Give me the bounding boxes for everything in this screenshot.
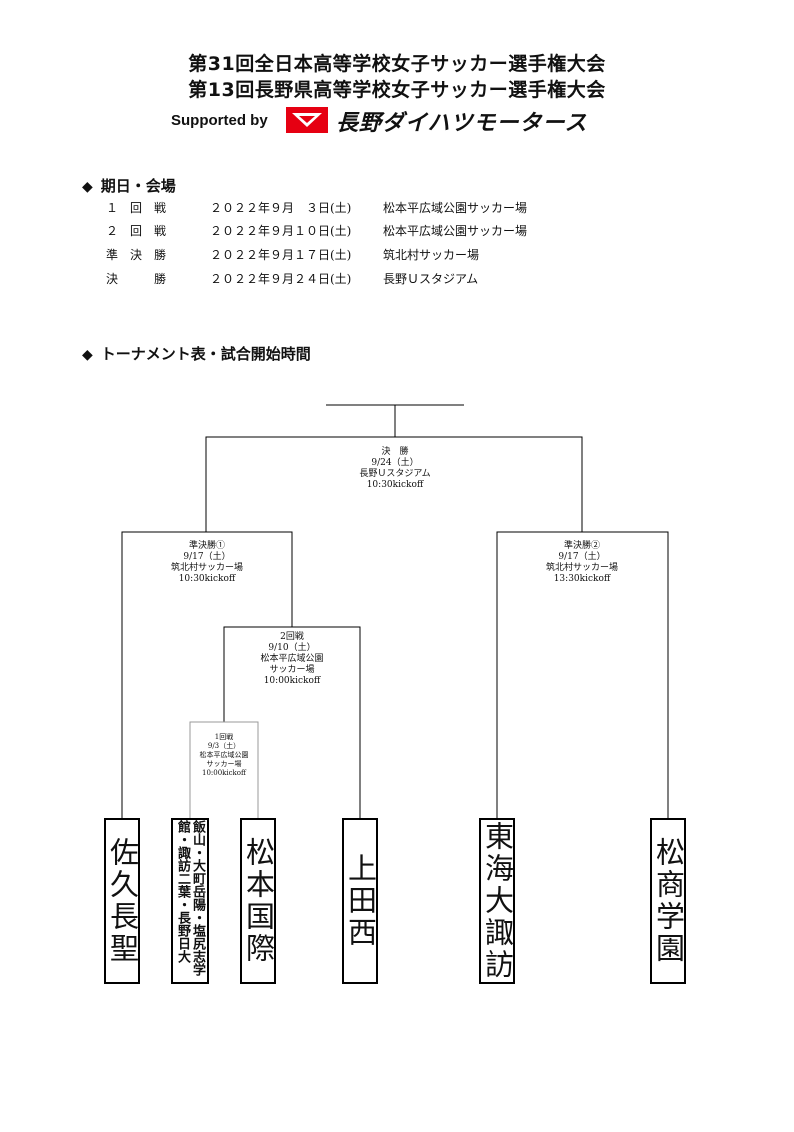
bracket-heading: ◆ トーナメント表・試合開始時間	[82, 343, 311, 364]
final-venue: 長野Ｕスタジアム	[359, 469, 431, 479]
team-name: 東海大諏訪	[480, 821, 515, 981]
team-box: 東海大諏訪	[479, 818, 515, 984]
semi1-venue: 筑北村サッカー場	[170, 563, 243, 573]
round2-kickoff: 10:00kickoff	[263, 676, 321, 686]
final-date: 9/24（土）	[371, 458, 419, 468]
final-kickoff: 10:30kickoff	[366, 480, 424, 490]
round1-venue-1: 松本平広域公園	[199, 751, 249, 759]
round2-date: 9/10（土）	[268, 643, 316, 653]
team-box: 佐久長聖	[104, 818, 140, 984]
schedule-round: ２ 回 戦	[106, 224, 167, 238]
bracket-heading-text: トーナメント表・試合開始時間	[100, 345, 311, 363]
semi2-info: 準決勝② 9/17（土） 筑北村サッカー場 13:30kickoff	[517, 541, 647, 585]
semi1-date: 9/17（土）	[183, 552, 231, 562]
team-box: 飯山・大町岳陽・塩尻志学館・諏訪二葉・長野日大	[171, 818, 209, 984]
daihatsu-logo-icon	[286, 107, 328, 133]
schedule-venue: 長野Ｕスタジアム	[383, 272, 479, 286]
schedule-date: ２０２２年９月２４日(土)	[210, 272, 352, 286]
title-line-1: 第31回全日本高等学校女子サッカー選手権大会	[188, 53, 606, 75]
semi2-bracket	[496, 531, 669, 818]
round2-bracket	[223, 626, 361, 818]
team-box: 松本国際	[240, 818, 276, 984]
semi2-round: 準決勝②	[563, 541, 600, 551]
team-box: 上田西	[342, 818, 378, 984]
round2-round: 2回戦	[280, 632, 304, 642]
round2-info: 2回戦 9/10（土） 松本平広域公園 サッカー場 10:00kickoff	[232, 632, 352, 687]
team-name: 佐久長聖	[105, 837, 140, 965]
round2-venue-2: サッカー場	[269, 665, 315, 675]
schedule-date: ２０２２年９月１０日(土)	[210, 224, 352, 238]
schedule-date: ２０２２年９月１７日(土)	[210, 248, 352, 262]
schedule-venue: 筑北村サッカー場	[383, 248, 480, 262]
team-name: 飯山・大町岳陽・塩尻志学館・諏訪二葉・長野日大	[175, 820, 205, 976]
team-name: 松商学園	[651, 837, 686, 965]
diamond-bullet-icon: ◆	[82, 347, 93, 363]
final-round: 決 勝	[381, 447, 409, 457]
schedule-round: １ 回 戦	[106, 201, 167, 215]
round1-bracket	[189, 721, 259, 818]
semi2-venue: 筑北村サッカー場	[545, 563, 618, 573]
schedule-venue: 松本平広域公園サッカー場	[383, 201, 528, 215]
schedule-date: ２０２２年９月 ３日(土)	[210, 201, 352, 215]
sponsor-banner: Supported by 長野ダイハツモータース	[0, 104, 794, 138]
round1-round: 1回戦	[214, 733, 234, 741]
final-bracket	[205, 436, 583, 532]
round1-info: 1回戦 9/3（土） 松本平広域公園 サッカー場 10:00kickoff	[192, 733, 256, 778]
schedule-round: 準 決 勝	[106, 248, 167, 262]
round1-date: 9/3（土）	[207, 742, 241, 750]
team-box: 松商学園	[650, 818, 686, 984]
semi1-round: 準決勝①	[188, 541, 225, 551]
semi2-date: 9/17（土）	[558, 552, 606, 562]
semi1-info: 準決勝① 9/17（土） 筑北村サッカー場 10:30kickoff	[142, 541, 272, 585]
semi1-bracket	[121, 531, 293, 818]
round2-venue-1: 松本平広域公園	[260, 654, 324, 664]
title-line-2: 第13回長野県高等学校女子サッカー選手権大会	[188, 79, 606, 101]
semi1-kickoff: 10:30kickoff	[178, 574, 236, 584]
supported-by-label: Supported by	[171, 112, 268, 129]
round1-venue-2: サッカー場	[206, 760, 242, 768]
schedule-heading-text: 期日・会場	[100, 177, 176, 195]
schedule-round: 決 勝	[106, 272, 167, 286]
round1-kickoff: 10:00kickoff	[201, 769, 246, 777]
sponsor-name: 長野ダイハツモータース	[336, 111, 588, 136]
final-info: 決 勝 9/24（土） 長野Ｕスタジアム 10:30kickoff	[330, 447, 460, 491]
team-name: 松本国際	[241, 837, 276, 965]
team-name: 上田西	[343, 853, 378, 949]
semi2-kickoff: 13:30kickoff	[553, 574, 611, 584]
schedule-heading: ◆ 期日・会場	[82, 175, 176, 196]
schedule-venue: 松本平広域公園サッカー場	[383, 224, 528, 238]
diamond-bullet-icon: ◆	[82, 179, 93, 195]
